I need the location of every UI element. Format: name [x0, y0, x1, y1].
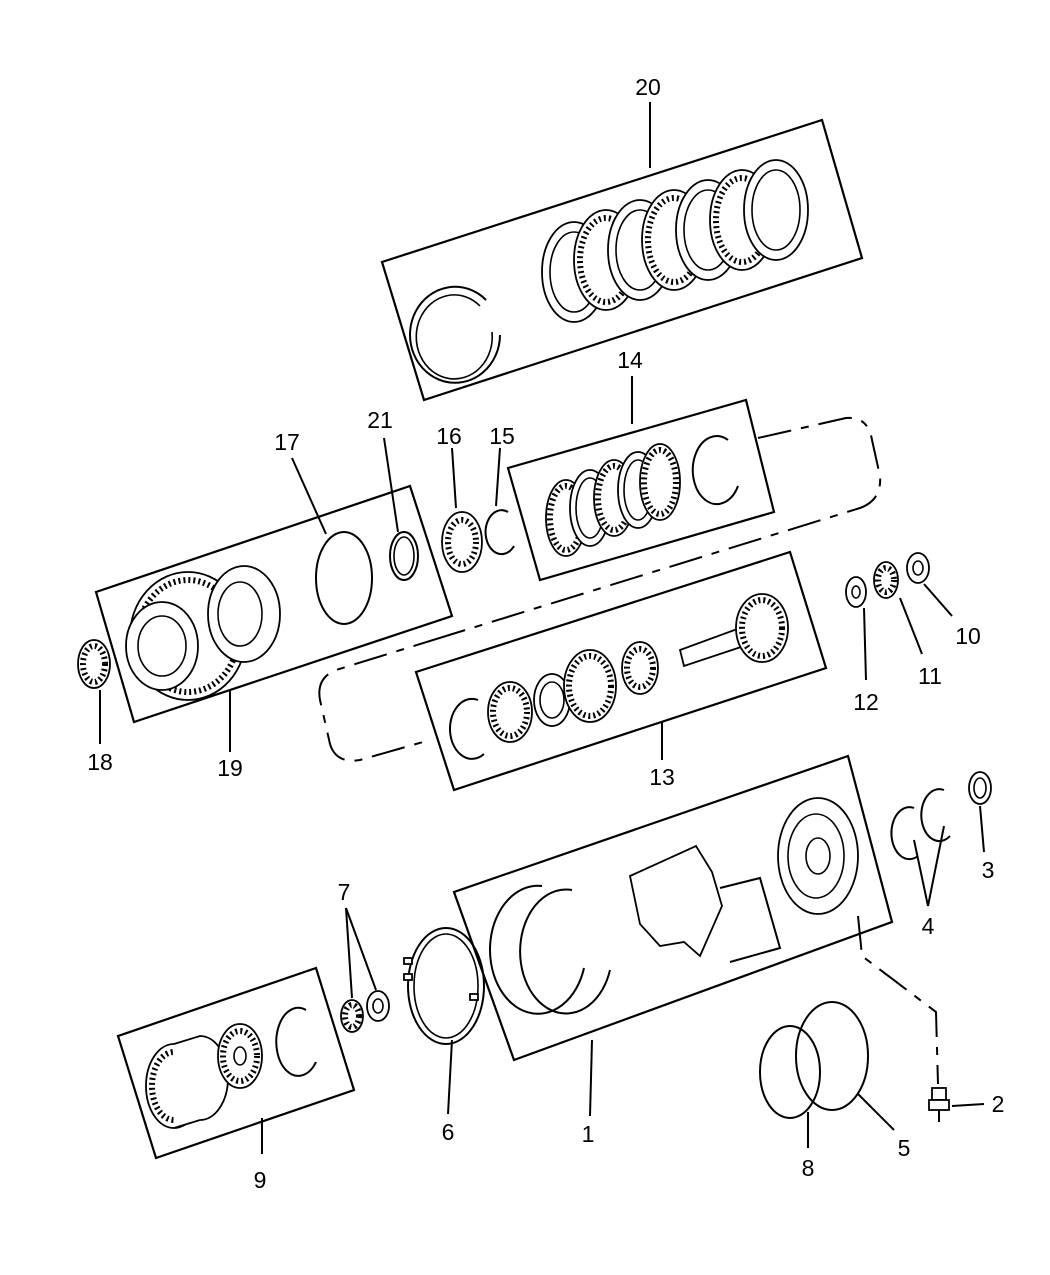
- clutch-discs-20: [541, 159, 809, 323]
- callout-10: 10: [955, 623, 981, 649]
- callout-9: 9: [254, 1167, 267, 1193]
- snap-ring-15: [484, 509, 515, 556]
- callout-4: 4: [922, 913, 935, 939]
- callout-21: 21: [367, 407, 393, 433]
- washer-10: [906, 552, 930, 584]
- seal-ring-5: [795, 1001, 869, 1111]
- snap-ring-4a: [890, 806, 919, 861]
- piston-1: [777, 797, 859, 915]
- washer-3: [968, 771, 992, 805]
- callout-11: 11: [918, 663, 942, 689]
- callout-20: 20: [635, 74, 661, 100]
- drum-19: [125, 565, 281, 701]
- callout-13: 13: [649, 764, 675, 790]
- callout-17: 17: [274, 429, 300, 455]
- bolt-2: [928, 1087, 950, 1122]
- callout-15: 15: [489, 423, 515, 449]
- callout-19: 19: [217, 755, 243, 781]
- snap-ring-4b: [920, 788, 951, 843]
- group-box-1: [452, 754, 894, 1117]
- callout-16: 16: [436, 423, 462, 449]
- callout-14: 14: [617, 347, 643, 373]
- callout-5: 5: [898, 1135, 911, 1161]
- drum-9: [145, 1023, 263, 1129]
- group-box-14: [506, 376, 776, 582]
- callout-1: 1: [582, 1121, 595, 1147]
- callout-18: 18: [87, 749, 113, 775]
- callout-7: 7: [338, 879, 351, 905]
- callout-2: 2: [992, 1091, 1005, 1117]
- band-1: [628, 844, 723, 958]
- group-box-19: [94, 484, 454, 752]
- callout-12: 12: [853, 689, 879, 715]
- callout-3: 3: [982, 857, 995, 883]
- group-box-13: [414, 550, 828, 792]
- bearing-18: [77, 639, 111, 689]
- retainer-6: [403, 927, 485, 1045]
- callout-8: 8: [802, 1155, 815, 1181]
- group-box-20: [380, 102, 864, 402]
- washer-7: [366, 990, 390, 1022]
- callout-6: 6: [442, 1119, 455, 1145]
- seal-ring-8: [759, 1025, 821, 1119]
- output-shaft-13: [678, 593, 789, 668]
- washer-12: [845, 576, 867, 608]
- group-box-9: [116, 966, 356, 1160]
